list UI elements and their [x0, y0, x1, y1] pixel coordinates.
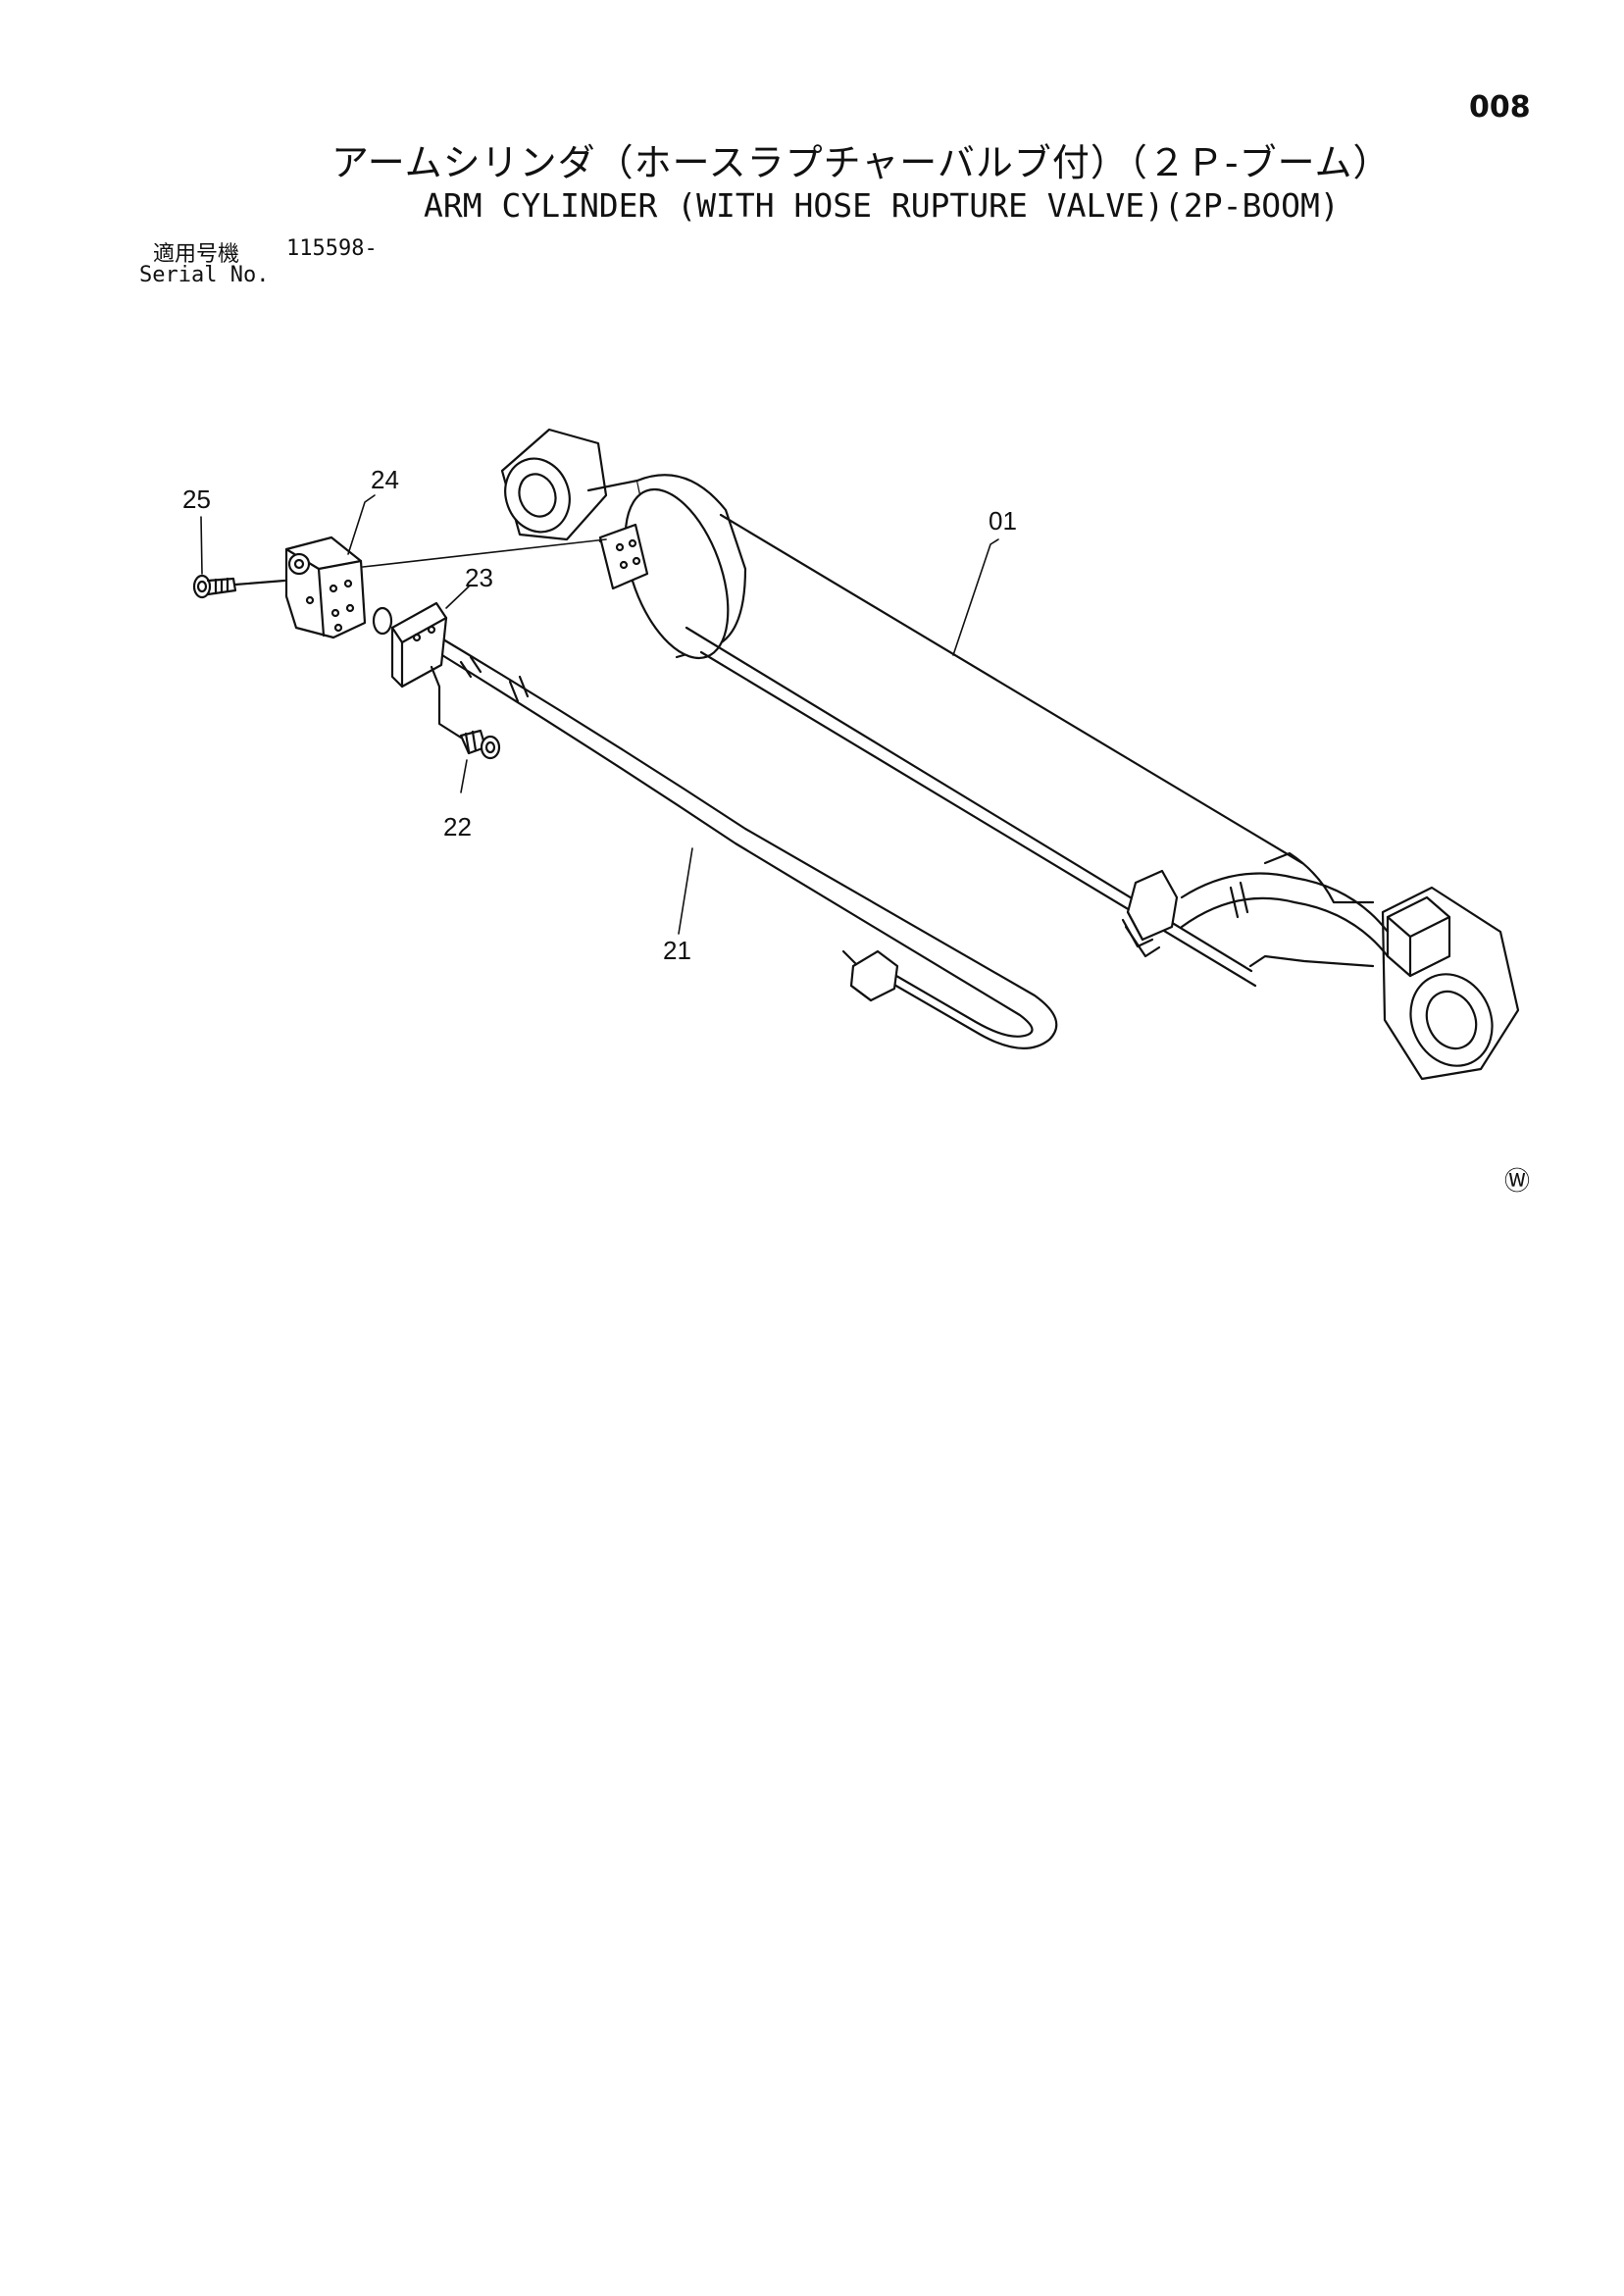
callout-22: 22	[443, 812, 472, 842]
callout-01: 01	[989, 506, 1017, 536]
o-ring	[372, 606, 393, 636]
callout-24: 24	[371, 465, 399, 494]
serial-label-english: Serial No.	[139, 263, 270, 287]
page-number: 008	[1469, 90, 1531, 125]
callout-25: 25	[182, 485, 211, 514]
callout-21: 21	[663, 936, 691, 965]
arm-cylinder	[500, 428, 1520, 1081]
bolt-25	[192, 574, 286, 599]
serial-number: 115598-	[286, 236, 378, 261]
title-english: ARM CYLINDER (WITH HOSE RUPTURE VALVE)(2…	[424, 186, 1340, 225]
circled-w-mark: Ⓦ	[1504, 1167, 1530, 1197]
serial-label-japanese: 適用号機	[153, 242, 240, 267]
rupture-valve-block	[284, 536, 367, 639]
leader-lines	[200, 494, 999, 935]
bolt-22	[430, 665, 501, 760]
callout-23: 23	[465, 563, 493, 592]
hose-assembly	[390, 601, 1058, 1049]
title-japanese: アームシリンダ（ホースラプチャーバルブ付）（２Ｐ-ブーム）	[331, 141, 1392, 184]
